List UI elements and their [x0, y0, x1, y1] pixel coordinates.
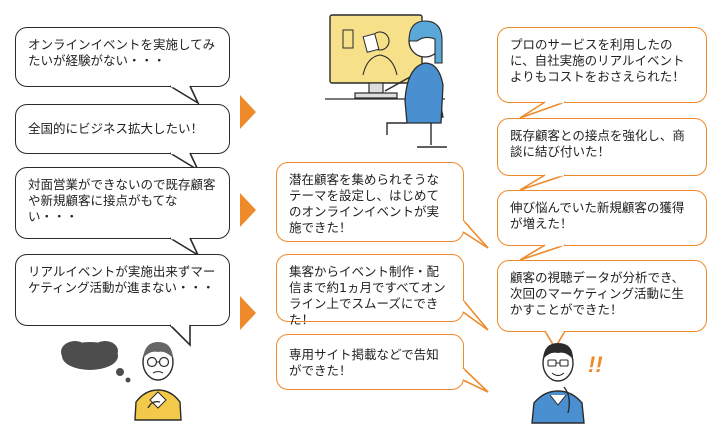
- right-bubble-4: 顧客の視聴データが分析でき、次回のマーケティング活動に生かすことができた！: [497, 260, 707, 332]
- right-bubble-4-text: 顧客の視聴データが分析でき、次回のマーケティング活動に生かすことができた！: [510, 270, 685, 317]
- center-bubble-2: 集客からイベント制作・配信まで約1ヵ月ですべてオンライン上でスムーズにできた！: [276, 254, 464, 327]
- left-bubble-1: オンラインイベントを実施してみたいが経験がない・・・: [15, 27, 230, 87]
- left-bubble-1-text: オンラインイベントを実施してみたいが経験がない・・・: [28, 37, 216, 68]
- thought-cloud-icon: [61, 341, 131, 383]
- right-bubble-1-text: プロのサービスを利用したのに、自社実施のリアルイベントよりもコストをおさえられた…: [510, 37, 685, 84]
- arrow-1: [240, 95, 256, 129]
- center-bubble-3: 専用サイト掲載などで告知ができた！: [276, 334, 464, 390]
- right-bubble-2-text: 既存顧客との接点を強化し、商談に結び付いた！: [510, 128, 685, 159]
- center-bubble-1-text: 潜在顧客を集められそうなテーマを設定し、はじめてのオンラインイベントが実施できた…: [289, 172, 440, 235]
- center-bubble-3-text: 専用サイト掲載などで告知ができた！: [289, 347, 439, 378]
- left-bubble-4-text: リアルイベントが実施出来ずマーケティング活動が進まない・・・: [28, 264, 216, 295]
- right-bubble-2: 既存顧客との接点を強化し、商談に結び付いた！: [497, 118, 707, 176]
- left-bubble-3-text: 対面営業ができないので既存顧客や新規顧客に接点がもてない・・・: [28, 177, 216, 224]
- arrow-3: [240, 296, 256, 330]
- left-bubble-3: 対面営業ができないので既存顧客や新規顧客に接点がもてない・・・: [15, 167, 230, 239]
- right-bubble-3: 伸び悩んでいた新規顧客の獲得が増えた！: [497, 190, 707, 246]
- center-bubble-2-text: 集客からイベント制作・配信まで約1ヵ月ですべてオンライン上でスムーズにできた！: [289, 264, 446, 327]
- arrow-2: [240, 193, 256, 227]
- center-bubble-1: 潜在顧客を集められそうなテーマを設定し、はじめてのオンラインイベントが実施できた…: [276, 162, 464, 242]
- left-bubble-2: 全国的にビジネス拡大したい！: [15, 104, 230, 154]
- left-bubble-2-text: 全国的にビジネス拡大したい！: [28, 121, 204, 136]
- worried-person-illustration: [61, 341, 182, 421]
- happy-person-illustration: [531, 343, 585, 424]
- person-at-computer-illustration: [325, 14, 447, 148]
- left-bubble-4: リアルイベントが実施出来ずマーケティング活動が進まない・・・: [15, 254, 230, 326]
- right-bubble-3-text: 伸び悩んでいた新規顧客の獲得が増えた！: [510, 200, 685, 231]
- exclamation-mark: !!: [588, 352, 603, 377]
- right-bubble-1: プロのサービスを利用したのに、自社実施のリアルイベントよりもコストをおさえられた…: [497, 27, 707, 103]
